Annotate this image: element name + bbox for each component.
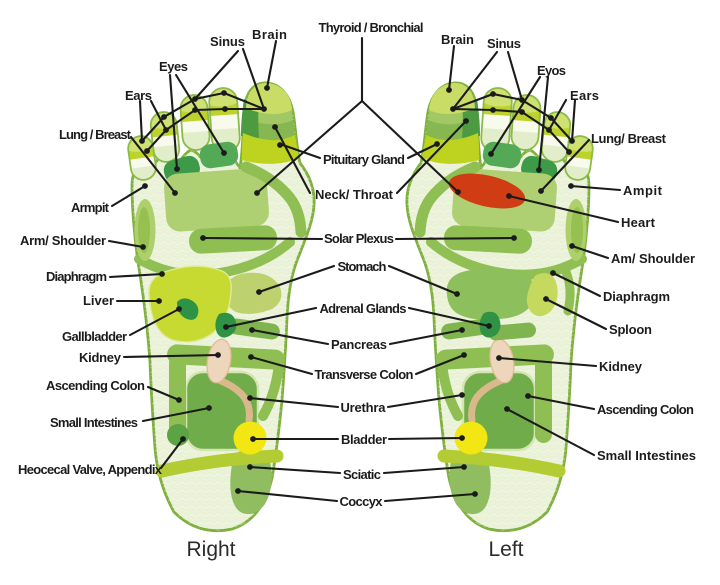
svg-text:Left: Left	[488, 538, 523, 561]
svg-text:Diaphragm: Diaphragm	[603, 289, 670, 304]
svg-text:Heocecal Valve, Appendix: Heocecal Valve, Appendix	[18, 462, 163, 477]
svg-text:Small Intestines: Small Intestines	[50, 415, 138, 430]
svg-text:Bladder: Bladder	[341, 432, 387, 447]
svg-text:Sciatic: Sciatic	[343, 467, 381, 482]
svg-text:Ampit: Ampit	[623, 183, 663, 198]
svg-text:Small Intestines: Small Intestines	[597, 448, 696, 463]
svg-text:Arm/ Shoulder: Arm/ Shoulder	[20, 233, 106, 248]
svg-text:Gallbladder: Gallbladder	[62, 329, 127, 344]
svg-text:Ears: Ears	[570, 88, 599, 103]
svg-text:Lung/ Breast: Lung/ Breast	[591, 131, 667, 146]
svg-text:Ears: Ears	[125, 88, 152, 103]
svg-text:Kidney: Kidney	[79, 350, 122, 365]
svg-text:Brain: Brain	[252, 27, 287, 42]
svg-text:Diaphragm: Diaphragm	[46, 269, 107, 284]
svg-text:Armpit: Armpit	[71, 200, 110, 215]
svg-text:Sinus: Sinus	[210, 34, 245, 49]
svg-text:Eyes: Eyes	[159, 59, 188, 74]
svg-text:Liver: Liver	[83, 293, 114, 308]
svg-text:Thyroid / Bronchial: Thyroid / Bronchial	[319, 20, 424, 35]
svg-text:Eyos: Eyos	[537, 63, 566, 78]
svg-text:Solar Plexus: Solar Plexus	[324, 231, 394, 246]
svg-text:Right: Right	[186, 538, 235, 561]
svg-text:Urethra: Urethra	[341, 400, 387, 415]
svg-text:Sinus: Sinus	[487, 36, 521, 51]
svg-text:Transverse Colon: Transverse Colon	[315, 367, 414, 382]
svg-text:Ascending Colon: Ascending Colon	[597, 402, 694, 417]
svg-text:Ascending Colon: Ascending Colon	[46, 378, 145, 393]
svg-text:Brain: Brain	[441, 32, 474, 47]
svg-text:Coccyx: Coccyx	[340, 494, 384, 509]
svg-text:Heart: Heart	[621, 215, 656, 230]
svg-text:Adrenal Glands: Adrenal Glands	[320, 301, 407, 316]
svg-text:Pituitary Gland: Pituitary Gland	[323, 152, 405, 167]
svg-text:Sploon: Sploon	[609, 322, 652, 337]
svg-text:Pancreas: Pancreas	[331, 337, 387, 352]
svg-text:Stomach: Stomach	[338, 259, 387, 274]
svg-text:Lung / Breast: Lung / Breast	[59, 127, 132, 142]
svg-text:Am/ Shoulder: Am/ Shoulder	[611, 251, 695, 266]
svg-text:Neck/ Throat: Neck/ Throat	[315, 187, 394, 202]
svg-text:Kidney: Kidney	[599, 359, 643, 374]
